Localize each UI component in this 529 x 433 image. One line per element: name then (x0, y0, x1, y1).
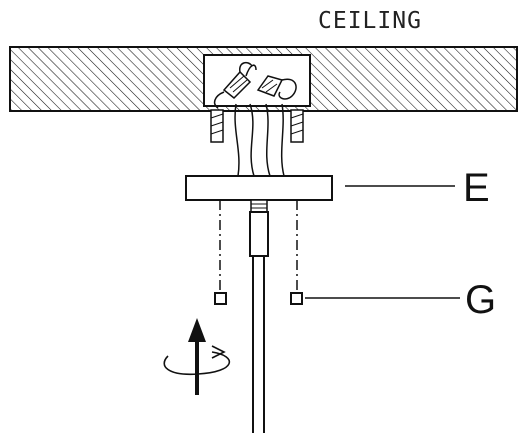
rotate-arrow-icon (163, 345, 231, 376)
label-ceiling: CEILING (318, 8, 422, 34)
mounting-screw-right (290, 109, 304, 143)
pendant-stem (249, 199, 269, 433)
cap-nut-right (290, 292, 303, 305)
junction-box (203, 54, 311, 109)
junction-wires (213, 61, 297, 109)
label-e: E (463, 166, 490, 210)
mounting-screw-left (210, 109, 224, 143)
wire-nut-left-icon (222, 70, 252, 100)
label-g: G (465, 278, 496, 322)
cap-nut-left (214, 292, 227, 305)
canopy (185, 175, 333, 201)
guide-lines (219, 200, 298, 290)
hanging-wires (234, 103, 285, 177)
up-arrow-icon (188, 318, 206, 395)
